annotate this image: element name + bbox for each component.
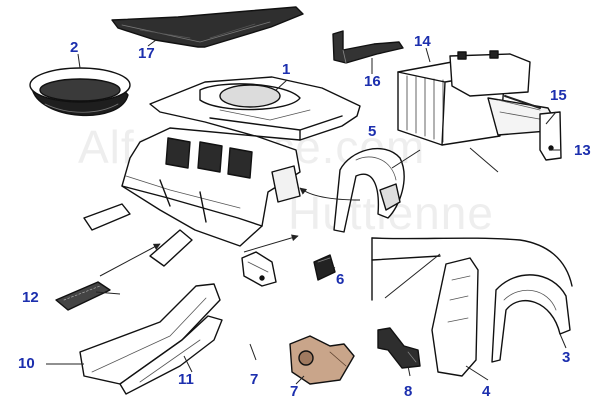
callout-4: 4	[482, 383, 491, 400]
part-battery-bracket	[539, 111, 562, 161]
leader-lines	[46, 39, 567, 385]
part-bracket-16	[332, 30, 404, 64]
callout-15: 15	[550, 87, 567, 104]
callout-11: 11	[178, 371, 194, 388]
callout-12: 12	[22, 289, 39, 306]
part-rear-body-assembly	[83, 127, 301, 267]
part-rear-inner-wheel-arch	[431, 257, 479, 377]
part-chassis-rail	[79, 283, 221, 385]
part-bracket-6	[313, 254, 336, 281]
callout-17: 17	[138, 45, 155, 62]
callout-6: 6	[336, 271, 345, 288]
part-mounting-bracket-7	[241, 251, 277, 287]
part-reinforcement-plate	[55, 281, 111, 311]
callout-1: 1	[282, 61, 291, 78]
part-rear-quarter-outline	[371, 237, 573, 301]
callout-2: 2	[70, 39, 79, 56]
part-rear-outer-wheel-arch	[491, 274, 571, 363]
callout-16: 16	[364, 73, 381, 90]
callout-7: 7	[250, 371, 259, 388]
part-parcel-shelf	[111, 6, 304, 48]
callout-7-highlighted: 7	[290, 383, 299, 400]
part-support-bracket	[377, 327, 421, 369]
part-wheel-arch-panel	[333, 147, 405, 233]
callout-8: 8	[404, 383, 413, 400]
part-mounting-bracket-7-highlighted	[289, 335, 355, 385]
callout-10: 10	[18, 355, 35, 372]
callout-14: 14	[414, 33, 431, 50]
part-rear-floor-pan	[149, 76, 361, 141]
part-chassis-rail-section	[119, 315, 223, 395]
part-spare-wheel-well	[29, 67, 131, 117]
callout-5: 5	[368, 123, 377, 140]
callout-13: 13	[574, 142, 591, 159]
callout-3: 3	[562, 349, 571, 366]
part-battery-tray	[449, 50, 561, 136]
